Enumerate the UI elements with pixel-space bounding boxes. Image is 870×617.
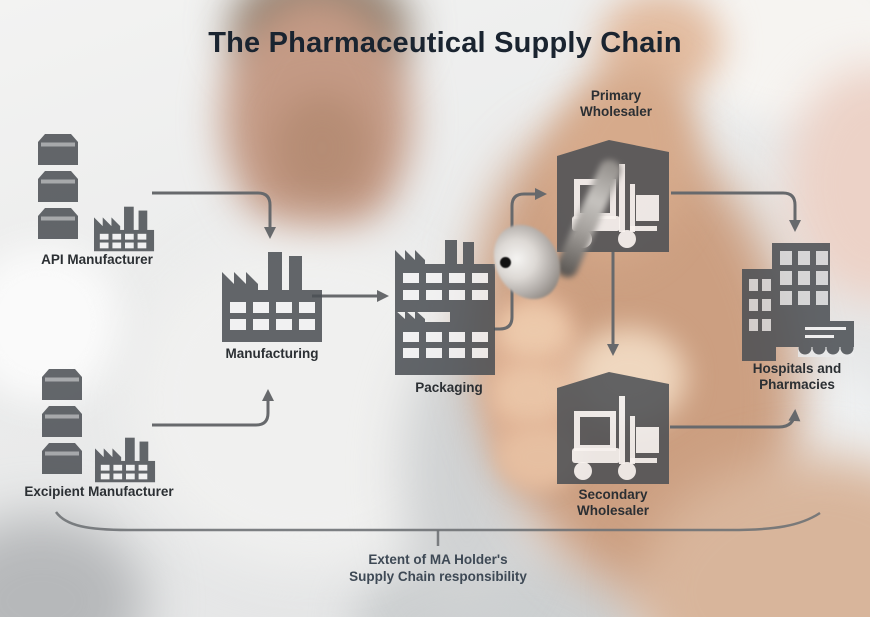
node-label: Primary Wholesaler <box>579 88 653 119</box>
blurred-fingertip <box>498 303 570 359</box>
factory-icon <box>95 437 156 483</box>
bracket-caption: Extent of MA Holder's Supply Chain respo… <box>349 552 527 584</box>
arrow-primary-wholesaler-to-hospitals <box>671 191 801 232</box>
arrow-secondary-wholesaler-to-hospitals <box>670 409 801 429</box>
blurred-fingertip <box>493 363 569 423</box>
node-label: Packaging <box>415 380 483 395</box>
pen-tip-dot <box>500 257 511 268</box>
page-title: The Pharmaceutical Supply Chain <box>208 27 682 59</box>
node-label: Secondary Wholesaler <box>576 487 650 518</box>
node-label: API Manufacturer <box>41 252 153 267</box>
arrow-api-to-manufacturing <box>152 191 276 239</box>
boxes-icon <box>36 133 80 241</box>
hospital-buildings-icon <box>742 243 854 361</box>
node-label: Manufacturing <box>225 346 319 361</box>
bracket-curve <box>54 511 821 532</box>
factory-icon <box>94 206 155 252</box>
double-factory-icon <box>395 240 495 375</box>
blurred-person-face-shadow <box>272 92 372 204</box>
node-label: Hospitals and Pharmacies <box>752 361 842 392</box>
arrow-excipient-to-manufacturing <box>152 389 274 427</box>
node-label: Excipient Manufacturer <box>24 484 174 499</box>
boxes-icon <box>40 368 84 476</box>
warehouse-forklift-icon <box>557 372 669 484</box>
factory-icon <box>222 252 322 342</box>
